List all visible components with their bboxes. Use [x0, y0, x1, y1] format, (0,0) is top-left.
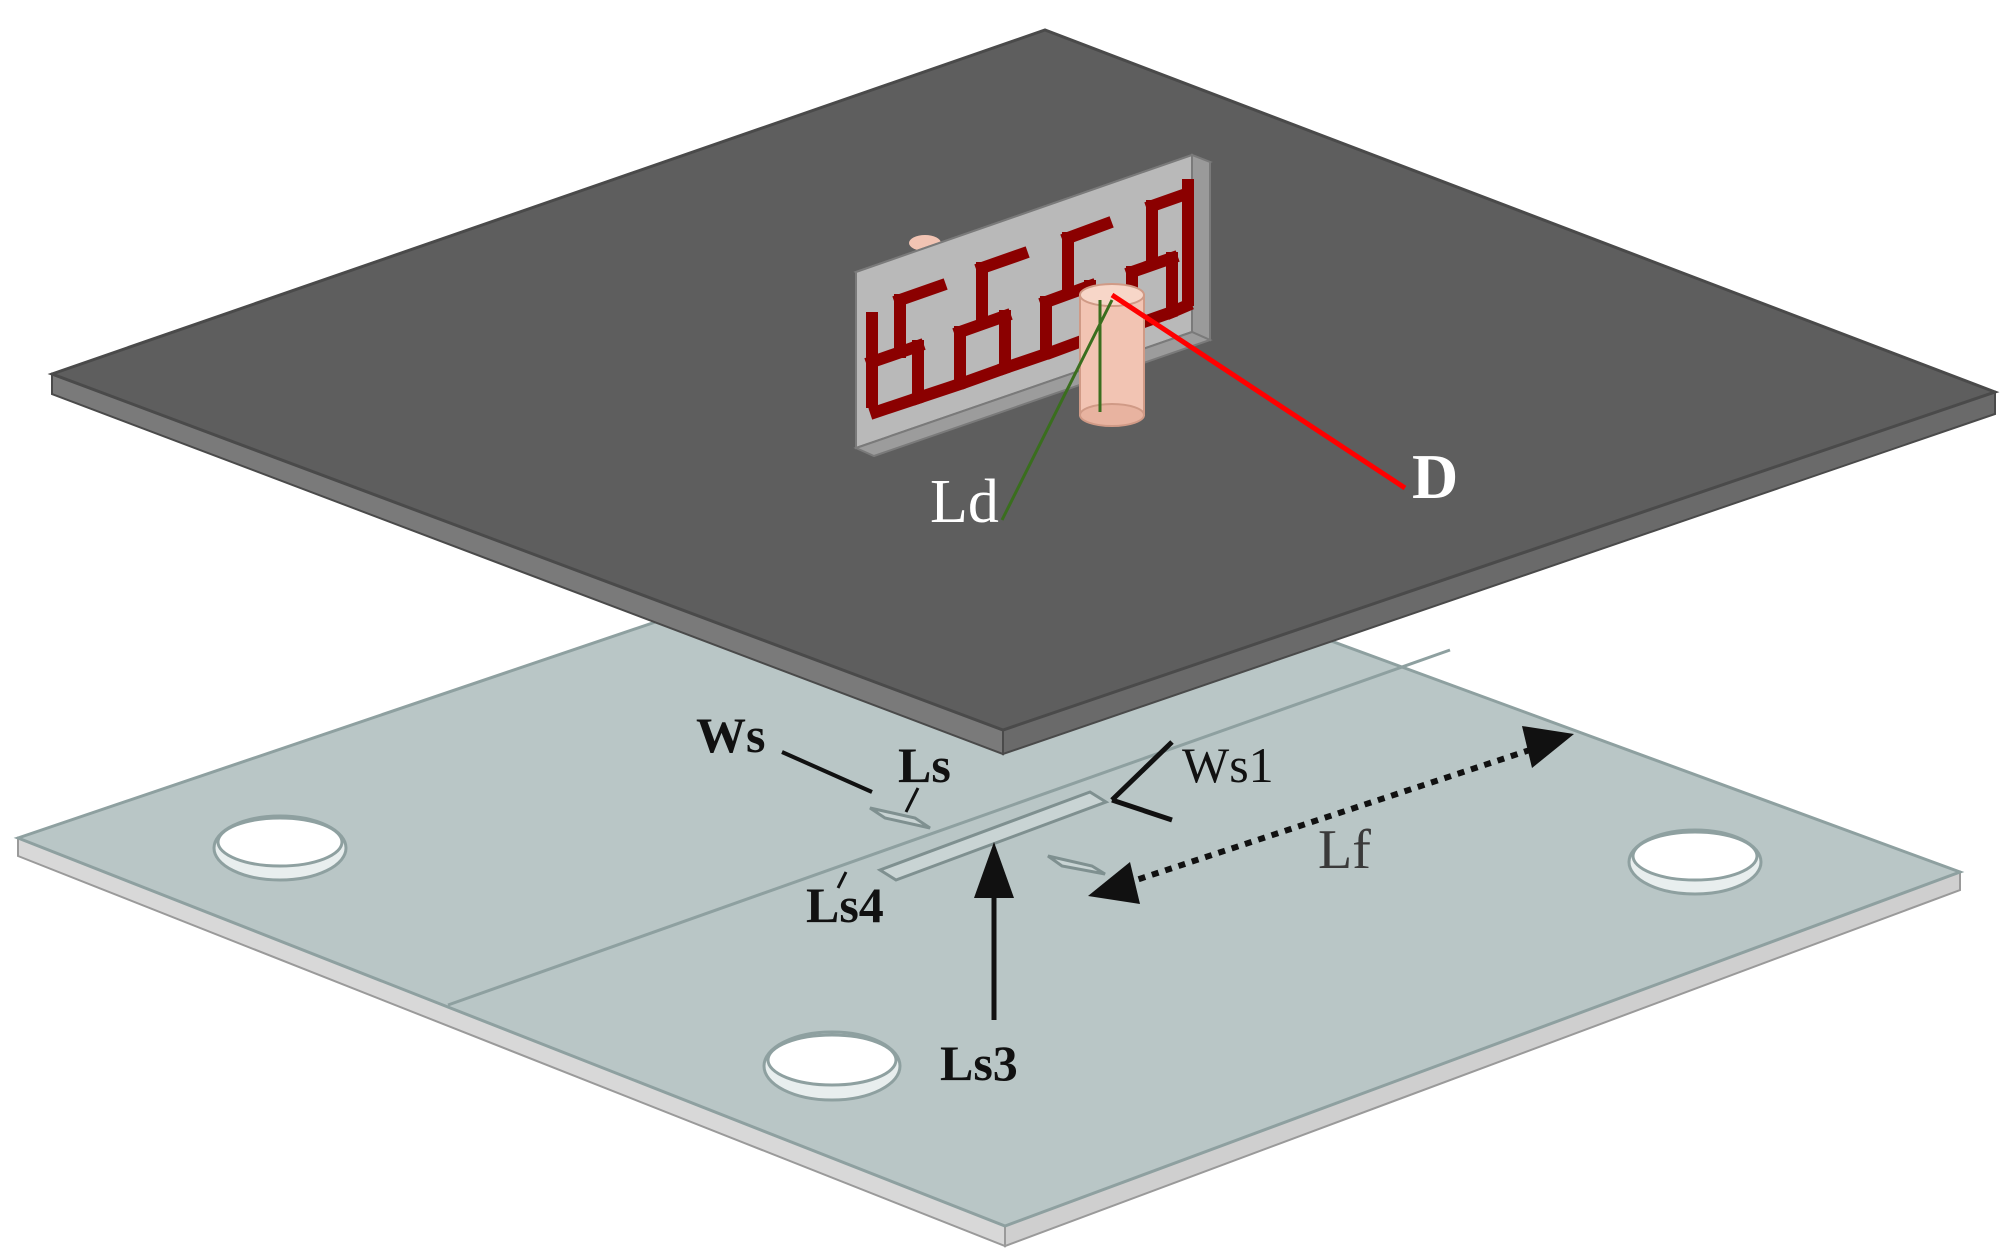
slot-stub-left	[869, 806, 931, 830]
label-d: D	[1412, 441, 1458, 512]
antenna-panel-side-edge	[1191, 153, 1211, 342]
slot-stub-right	[1047, 854, 1106, 876]
lf-arrowhead-start	[1088, 862, 1140, 904]
dimension-lf	[1088, 726, 1574, 904]
dimension-ws1	[1110, 740, 1174, 823]
dimension-ls4-leader	[836, 871, 848, 889]
label-ls3: Ls3	[940, 1035, 1018, 1091]
dimension-line-ld	[1000, 299, 1114, 521]
feed-probe-bottom	[1079, 403, 1145, 427]
dimension-ls3	[974, 842, 1014, 1020]
dimension-line-d	[1110, 292, 1407, 491]
label-lf: Lf	[1318, 819, 1371, 881]
lf-arrowhead-end	[1522, 726, 1574, 768]
dimension-ls-leader	[904, 787, 920, 813]
label-ls: Ls	[898, 737, 951, 793]
mounting-hole-bottom	[762, 1030, 902, 1102]
label-ws: Ws	[696, 707, 765, 763]
feed-probe-body	[1079, 294, 1145, 416]
label-ls4: Ls4	[806, 877, 884, 933]
mounting-hole-right	[1627, 828, 1763, 896]
feed-slot-strip	[876, 790, 1110, 882]
feed-probe	[1079, 283, 1145, 427]
label-ws1: Ws1	[1182, 737, 1274, 793]
bottom-substrate-split-line	[447, 648, 1451, 1007]
dimension-ws-leader	[781, 750, 873, 794]
ls3-arrowhead	[974, 842, 1014, 898]
mounting-hole-left	[212, 814, 348, 882]
label-ld: Ld	[930, 468, 999, 536]
